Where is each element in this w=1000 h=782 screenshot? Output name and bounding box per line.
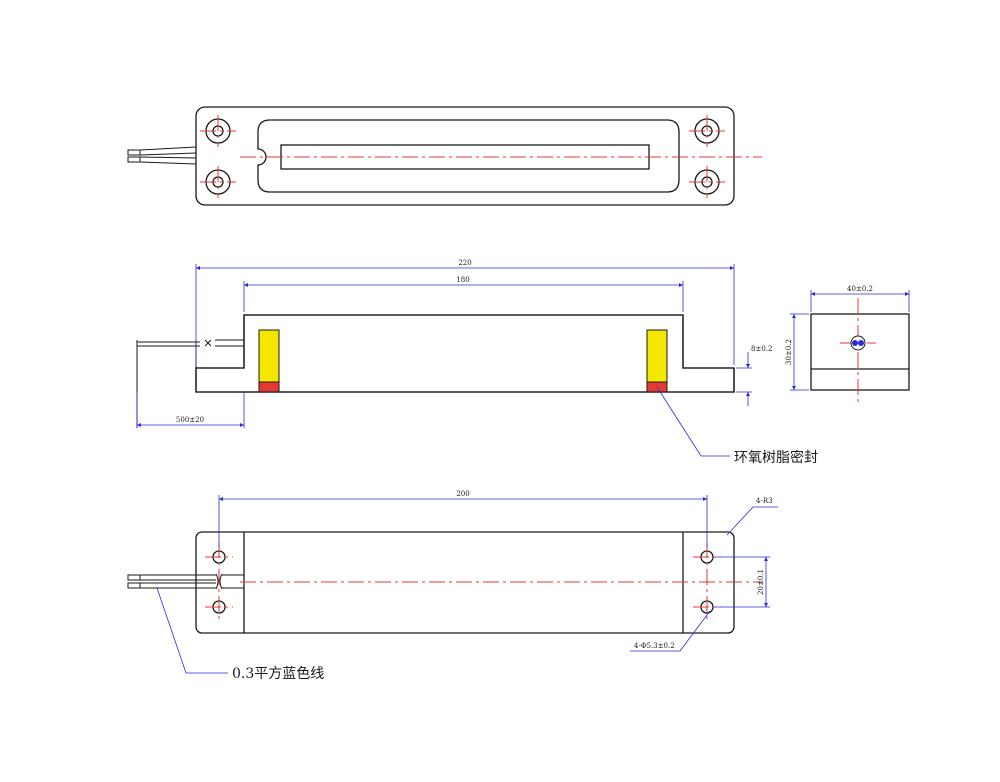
left-epoxy-seal bbox=[258, 329, 280, 383]
front-view: 220 180 500±20 8±0.2 bbox=[136, 259, 772, 428]
side-view-wire-end bbox=[850, 335, 866, 351]
label-hole-diameter: 4-Φ5.3±0.2 bbox=[634, 642, 675, 650]
top-view-outline bbox=[195, 106, 735, 206]
front-view-body-outline bbox=[195, 314, 735, 393]
top-view-recess bbox=[257, 119, 680, 193]
dim-lead-length: 500±20 bbox=[176, 416, 204, 424]
epoxy-seal-label: 环氧树脂密封 bbox=[734, 449, 818, 466]
front-view-wires bbox=[136, 339, 244, 428]
dim-hole-pitch-length: 200 bbox=[456, 490, 469, 498]
dim-hole-pitch-width: 20±0.1 bbox=[757, 569, 765, 595]
top-view bbox=[127, 106, 762, 206]
dim-height: 30±0.2 bbox=[785, 339, 793, 365]
epoxy-seal-callout: 环氧树脂密封 bbox=[656, 386, 818, 466]
wire-label: 0.3平方蓝色线 bbox=[232, 665, 324, 682]
dim-base-height: 8±0.2 bbox=[751, 345, 772, 353]
wire-callout: 0.3平方蓝色线 bbox=[156, 587, 324, 682]
dim-overall-length: 220 bbox=[458, 259, 471, 267]
side-view-outline bbox=[810, 313, 910, 391]
dim-width: 40±0.2 bbox=[847, 285, 873, 293]
top-view-wires bbox=[127, 146, 197, 165]
bottom-view: 200 20±0.1 4-R3 4-Φ5.3±0.2 bbox=[127, 490, 778, 652]
bottom-view-wires bbox=[127, 573, 244, 590]
dim-inner-length: 180 bbox=[456, 276, 469, 284]
right-epoxy-seal bbox=[646, 329, 668, 383]
side-view: 40±0.2 30±0.2 bbox=[785, 285, 910, 405]
label-corner-radius: 4-R3 bbox=[756, 497, 773, 505]
